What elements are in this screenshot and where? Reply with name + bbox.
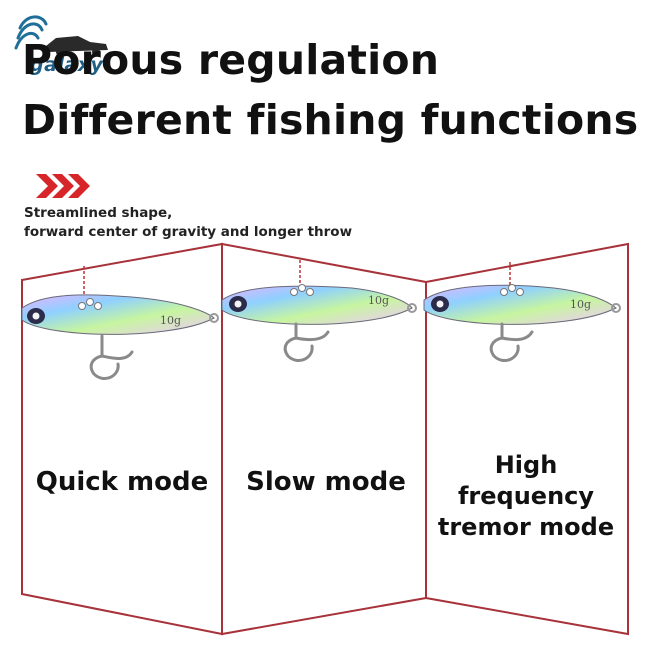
lure-1 bbox=[21, 266, 219, 380]
car-silhouette-icon bbox=[46, 36, 108, 56]
lure-1-body bbox=[21, 294, 215, 335]
brand-logo bbox=[14, 15, 108, 56]
mode-label-high-frequency: High frequency tremor mode bbox=[437, 451, 615, 541]
headline-line-1: Porous regulation bbox=[22, 36, 440, 84]
lure-2 bbox=[221, 260, 417, 362]
lure-2-hook bbox=[283, 322, 330, 362]
lure-1-hook bbox=[89, 334, 134, 380]
lure-3-hook bbox=[489, 322, 534, 362]
triple-chevron-right-icon bbox=[36, 174, 90, 198]
logo-text: galaxy bbox=[30, 54, 104, 76]
panel-3-outline bbox=[425, 242, 629, 636]
panel-outlines bbox=[21, 242, 629, 636]
wave-emblem-icon bbox=[14, 15, 48, 50]
lure-1-weight-label: 10g bbox=[160, 314, 181, 327]
mode-label-quick: Quick mode bbox=[35, 467, 209, 497]
mode-label-slow: Slow mode bbox=[246, 467, 406, 497]
lure-2-weight-label: 10g bbox=[368, 294, 389, 307]
caption-line-1: Streamlined shape, bbox=[24, 205, 173, 221]
headline-line-2: Different fishing functions bbox=[22, 96, 639, 144]
lure-3-weight-label: 10g bbox=[570, 298, 591, 311]
lure-2-body bbox=[221, 285, 413, 325]
lure-3-body bbox=[423, 284, 617, 325]
lure-3 bbox=[423, 262, 621, 362]
caption-line-2: forward center of gravity and longer thr… bbox=[24, 224, 353, 240]
